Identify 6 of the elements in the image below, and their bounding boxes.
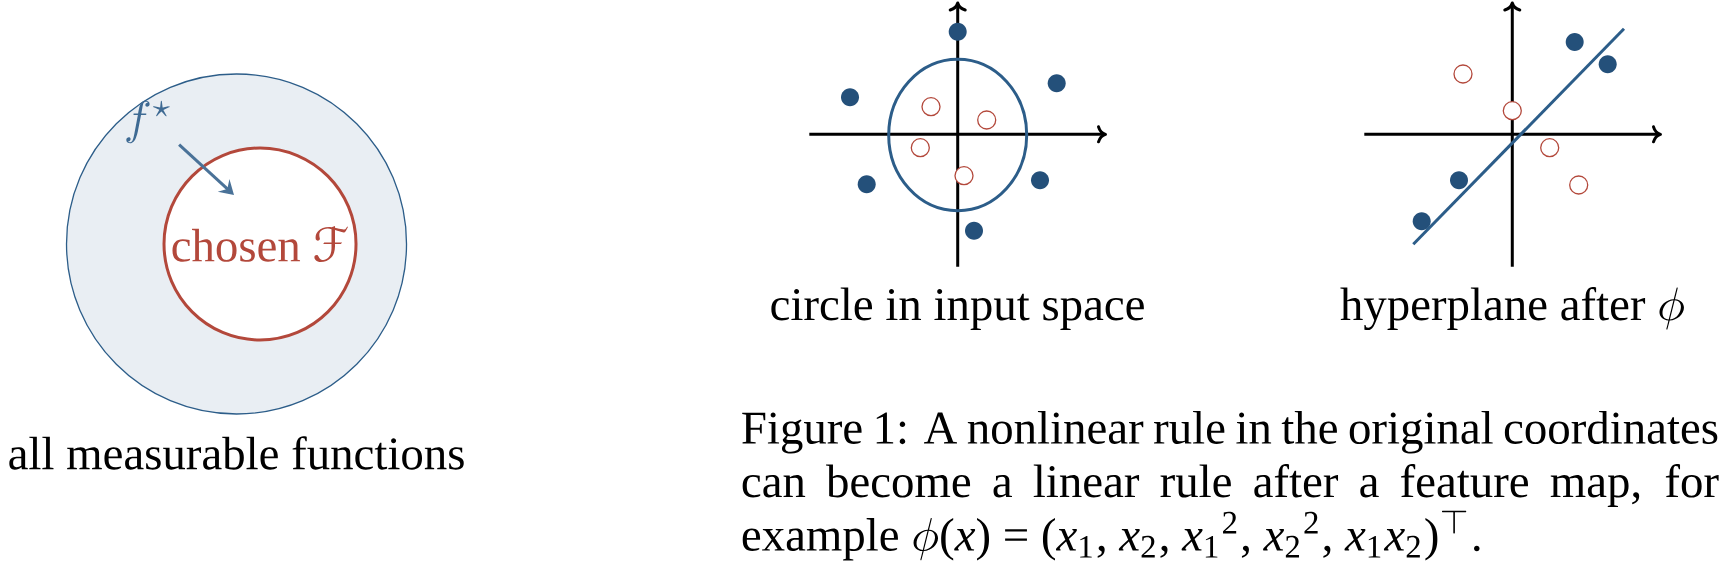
panel-label: hyperplane after ϕ	[1340, 287, 1684, 331]
function-label: $f^{\star}$	[126, 100, 170, 144]
figure-caption: Figure 1: A nonlinear rule in the original coordinates can become a linear rule after a feature map, for example ϕ(x) = (x$_{1}$, x$_{2}$, x$_{1}$$^{2}$, x$_{2}$$^{2}$, x$_{1}$x$_{2}$)$^{⊤}$.	[742, 411, 1719, 561]
arrow	[178, 143, 234, 195]
set-label: all measurable functions	[9, 436, 464, 470]
panel-label: circle in input space	[771, 287, 1144, 330]
